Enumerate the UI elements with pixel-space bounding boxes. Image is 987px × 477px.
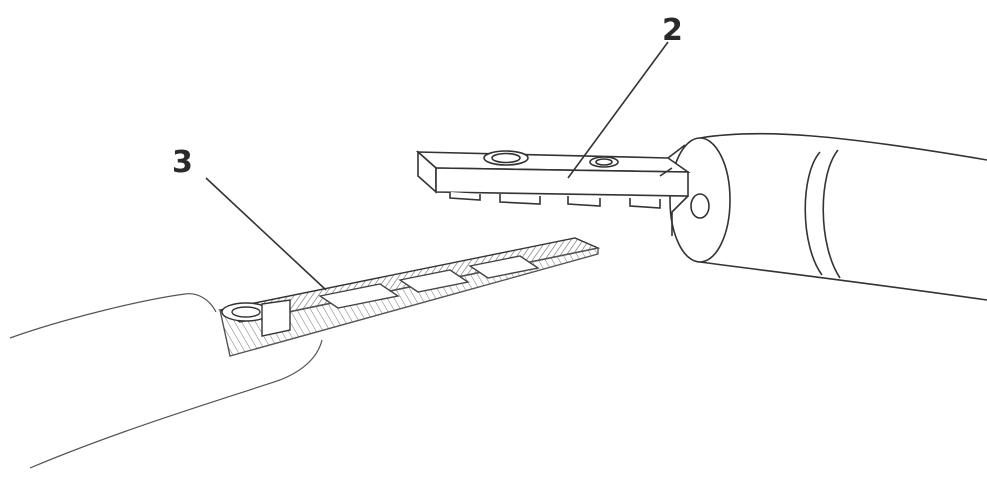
left-handle <box>9 293 323 469</box>
reference-label-3: 3 <box>172 145 193 180</box>
cylinder-handle <box>669 132 987 301</box>
leader-lines <box>205 41 669 291</box>
connector-blade <box>415 144 691 236</box>
reference-label-2: 2 <box>662 13 683 48</box>
test-strip <box>218 237 601 357</box>
